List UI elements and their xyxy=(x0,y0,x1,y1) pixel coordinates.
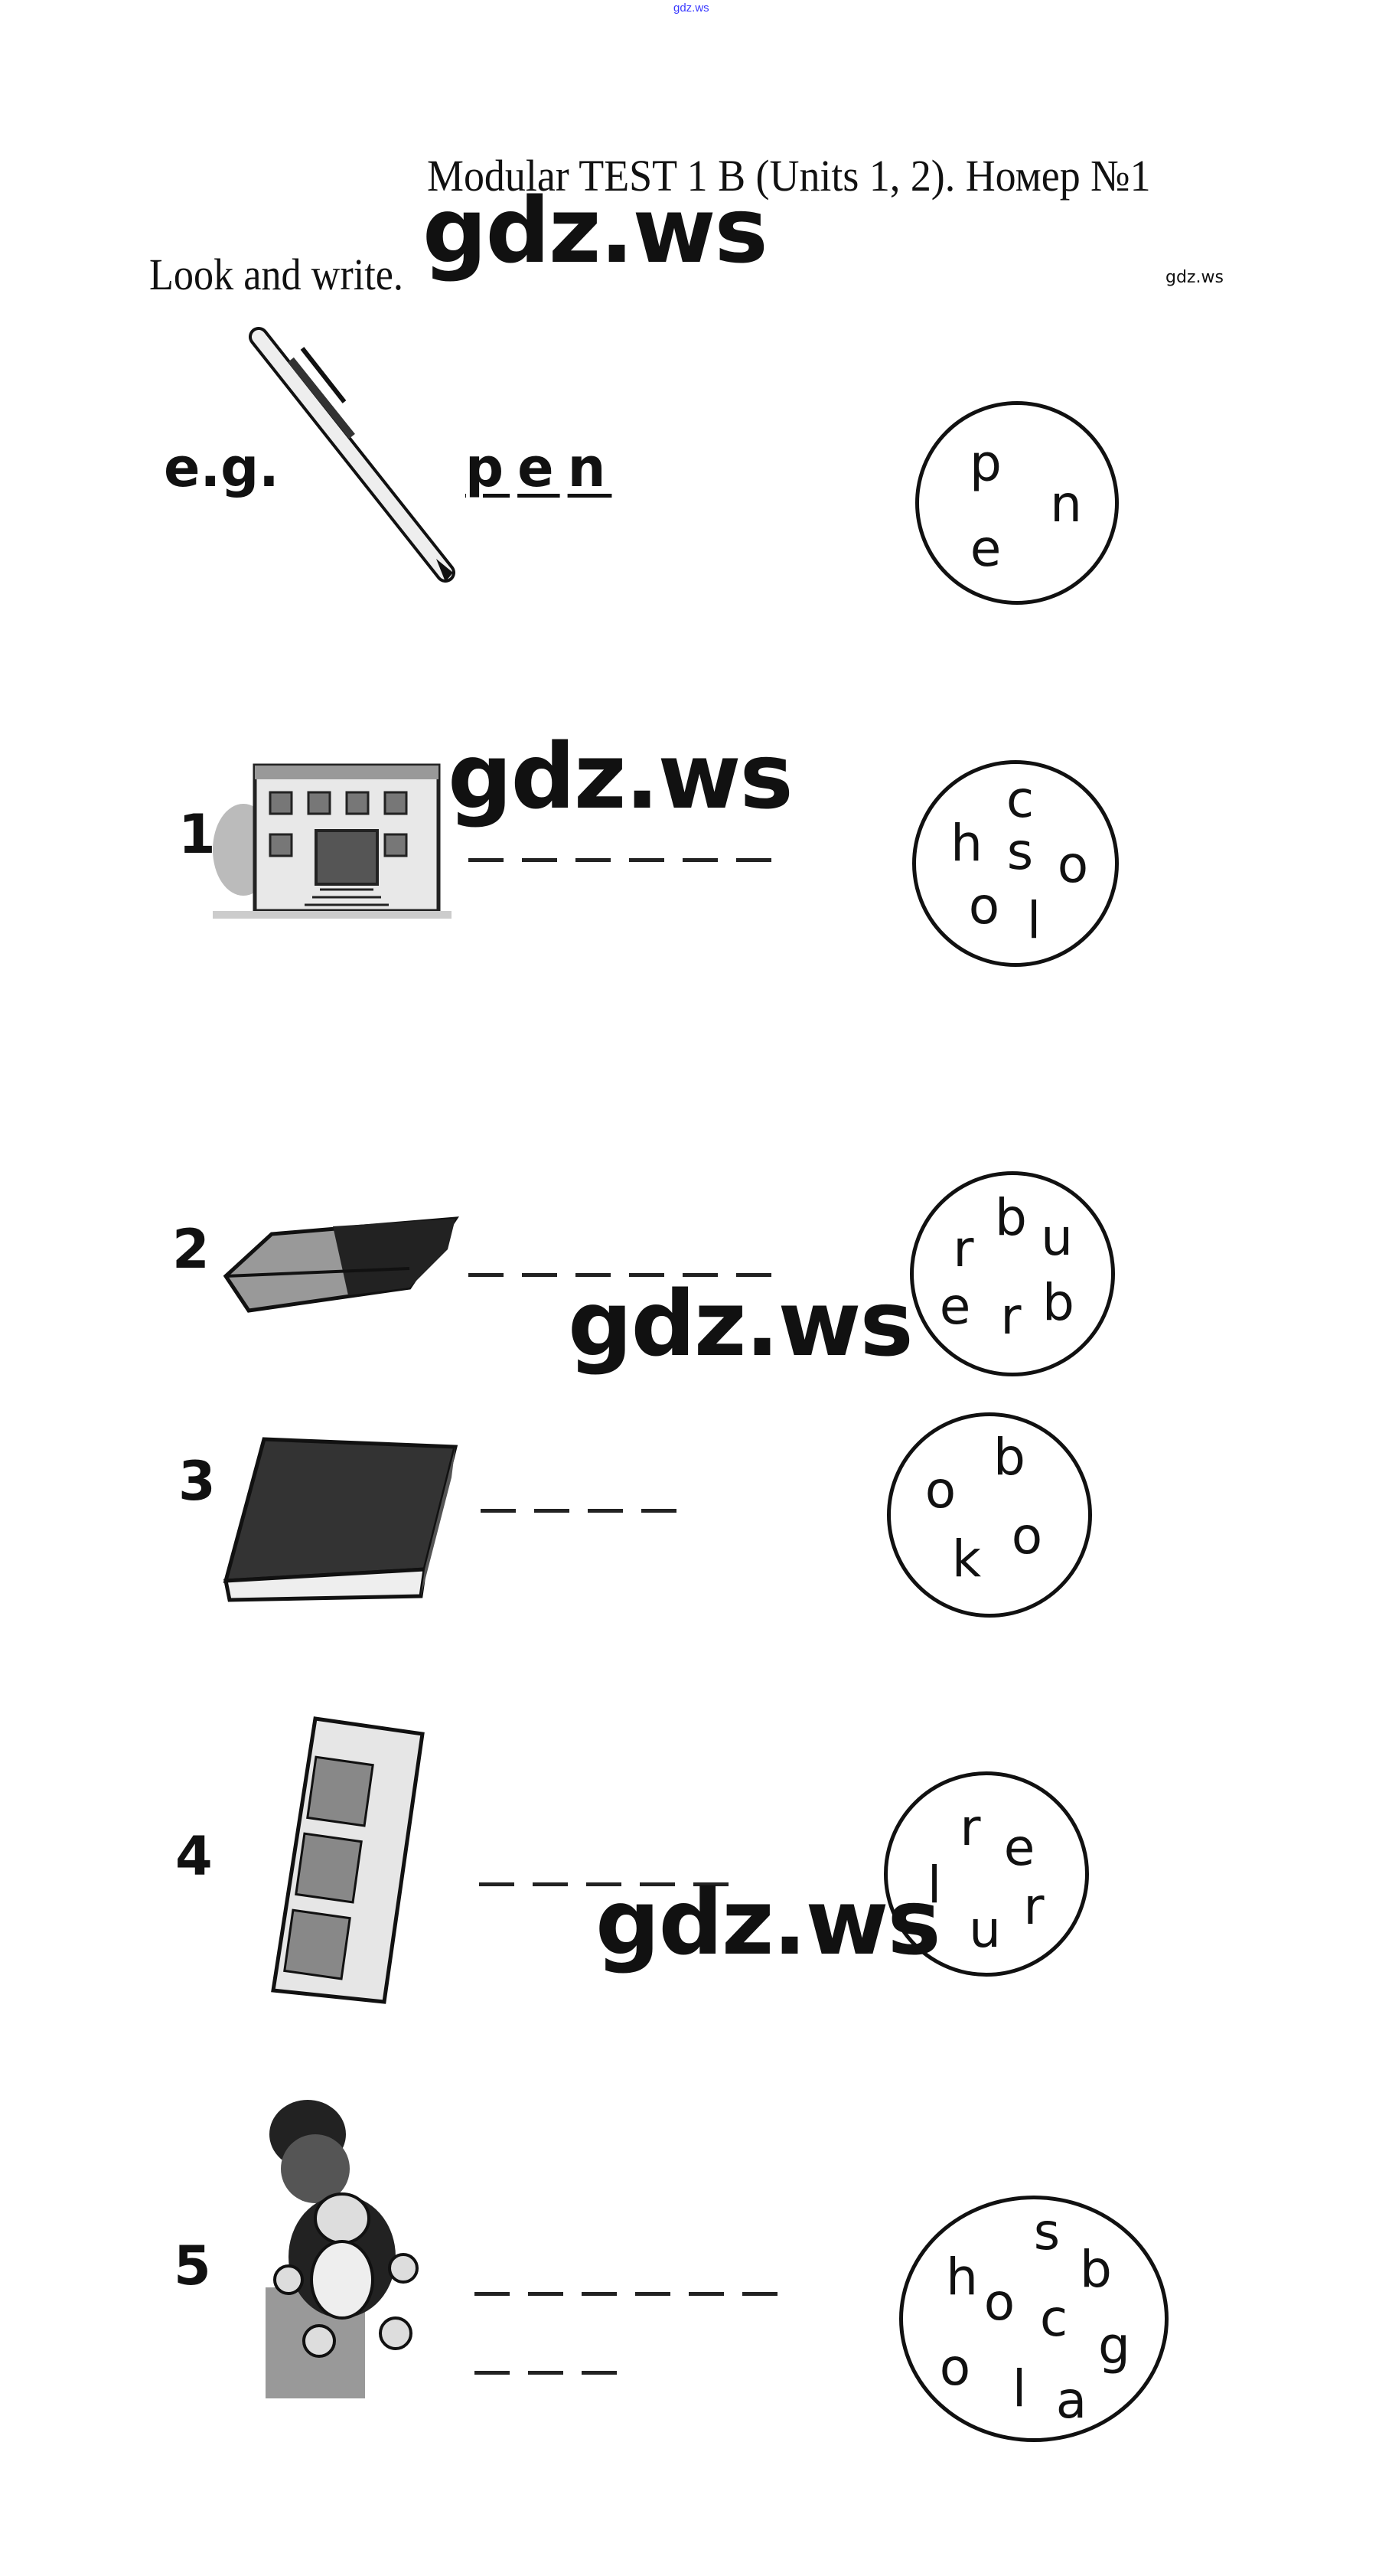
blank-dash xyxy=(640,1882,675,1886)
scrambled-letter: l xyxy=(927,1856,942,1915)
blank-dash xyxy=(641,1509,676,1513)
scrambled-letter: c xyxy=(1006,770,1035,829)
school-building-icon xyxy=(213,763,452,919)
scrambled-letter: u xyxy=(1041,1208,1073,1267)
blank-dash xyxy=(635,2292,670,2296)
blank-dash xyxy=(683,1273,718,1277)
blank-dash xyxy=(474,2292,510,2296)
item-number: 4 xyxy=(175,1825,213,1888)
scrambled-letter: s xyxy=(1033,2202,1061,2261)
example-letter: p xyxy=(465,436,510,499)
item-number: 5 xyxy=(174,2235,211,2297)
scrambled-letter: r xyxy=(1023,1877,1045,1936)
blank-dash xyxy=(742,2292,777,2296)
blank-dash xyxy=(528,2292,563,2296)
scrambled-letter: s xyxy=(1006,822,1034,881)
scrambled-letter: o xyxy=(1057,835,1089,894)
blank-dash xyxy=(736,858,771,862)
answer-blanks[interactable] xyxy=(481,1509,676,1513)
scrambled-letter: l xyxy=(1026,891,1042,950)
scrambled-letter: h xyxy=(950,814,983,873)
scrambled-letter: r xyxy=(1000,1287,1022,1346)
scrambled-letter: o xyxy=(968,877,1000,935)
scrambled-letter: p xyxy=(970,434,1002,493)
answer-blanks[interactable] xyxy=(468,858,771,862)
blank-dash xyxy=(683,858,718,862)
blank-dash xyxy=(693,1882,729,1886)
blank-dash xyxy=(522,1273,557,1277)
scrambled-letter: b xyxy=(993,1428,1025,1487)
blank-dash xyxy=(528,2371,563,2375)
blank-dash xyxy=(522,858,557,862)
schoolbag-with-toys-icon xyxy=(266,2100,419,2398)
scrambled-letter: h xyxy=(946,2248,978,2307)
blank-dash xyxy=(736,1273,771,1277)
blank-dash xyxy=(533,1882,568,1886)
scrambled-letter: l xyxy=(1012,2359,1027,2418)
pen-icon xyxy=(249,327,455,583)
answer-blanks[interactable] xyxy=(474,2292,777,2296)
blank-dash xyxy=(534,1509,569,1513)
blank-dash xyxy=(629,858,664,862)
blank-dash xyxy=(582,2371,617,2375)
watermark: gdz.ws xyxy=(595,1869,941,1975)
watermark: gdz.ws xyxy=(568,1271,914,1376)
item-number: 1 xyxy=(178,803,216,866)
blank-dash xyxy=(629,1273,664,1277)
item-number: 2 xyxy=(172,1218,210,1281)
scrambled-letter: o xyxy=(983,2273,1015,2332)
blank-dash xyxy=(479,1882,514,1886)
page-title: Modular TEST 1 B (Units 1, 2). Номер №1 xyxy=(427,151,1151,201)
blank-dash xyxy=(481,1509,516,1513)
instruction: Look and write. xyxy=(149,250,403,299)
blank-dash xyxy=(575,858,611,862)
blank-dash xyxy=(588,1509,623,1513)
watermark: gdz.ws xyxy=(448,723,794,829)
blank-dash xyxy=(575,1273,611,1277)
blank-dash xyxy=(689,2292,724,2296)
scrambled-letter: o xyxy=(924,1461,957,1520)
item-number: 3 xyxy=(178,1450,216,1513)
scrambled-letter: b xyxy=(1080,2240,1112,2299)
scrambled-letter: e xyxy=(939,1277,971,1336)
scrambled-letter: e xyxy=(970,519,1002,578)
answer-blanks[interactable] xyxy=(468,1273,771,1277)
scrambled-letter: r xyxy=(953,1219,974,1278)
rubber-icon xyxy=(223,1216,459,1313)
answer-blanks[interactable] xyxy=(479,1882,729,1886)
watermark: gdz.ws xyxy=(422,178,768,283)
blank-dash xyxy=(468,858,504,862)
watermark-small: gdz.ws xyxy=(1165,268,1224,287)
scrambled-letter: b xyxy=(995,1188,1027,1247)
blank-dash xyxy=(474,2371,510,2375)
scrambled-letter: n xyxy=(1050,475,1082,534)
scrambled-letter: g xyxy=(1098,2316,1130,2375)
answer-blanks[interactable] xyxy=(474,2371,617,2375)
scrambled-letter: r xyxy=(960,1798,981,1857)
scrambled-letter: o xyxy=(1011,1507,1043,1566)
watermark-top: gdz.ws xyxy=(673,2,709,15)
scrambled-letter: e xyxy=(1003,1818,1035,1877)
scrambled-letter: k xyxy=(951,1530,982,1588)
example-letter: n xyxy=(567,436,612,499)
scrambled-letter: b xyxy=(1042,1273,1074,1332)
scrambled-letter: a xyxy=(1055,2371,1087,2430)
blank-dash xyxy=(468,1273,504,1277)
blank-dash xyxy=(582,2292,617,2296)
scrambled-letter: u xyxy=(969,1900,1001,1959)
scrambled-letter: c xyxy=(1039,2289,1068,2348)
book-icon xyxy=(223,1437,458,1602)
scrambled-letter: o xyxy=(939,2338,971,2397)
ruler-icon xyxy=(271,1716,425,2004)
example-letter: e xyxy=(517,436,560,499)
example-label: e.g. xyxy=(164,436,279,499)
blank-dash xyxy=(586,1882,621,1886)
